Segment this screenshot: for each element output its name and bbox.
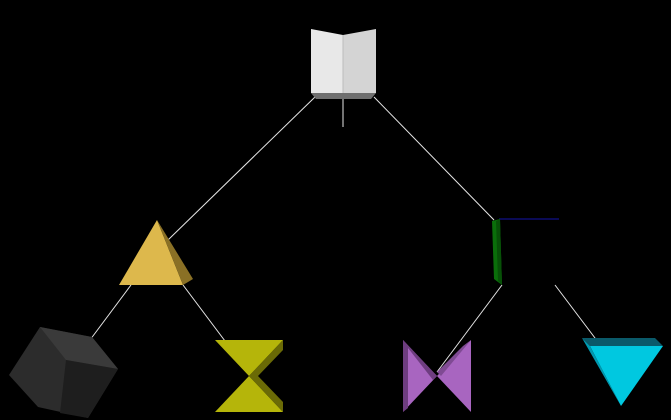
edge-left-lr	[182, 284, 229, 346]
bowtie-icon	[403, 340, 471, 412]
edge-root-left	[167, 96, 316, 241]
pyramid-icon	[119, 220, 193, 285]
panel-icon	[492, 218, 559, 285]
hourglass-icon	[215, 340, 283, 412]
edge-left-ll	[89, 284, 132, 341]
edge-right-rl	[436, 284, 503, 373]
edges	[89, 96, 599, 373]
inverted-cone-icon	[582, 338, 663, 406]
edge-root-right	[373, 96, 495, 221]
open-book-icon	[311, 29, 376, 99]
edge-right-rr	[554, 284, 599, 343]
cube-icon	[9, 327, 118, 418]
